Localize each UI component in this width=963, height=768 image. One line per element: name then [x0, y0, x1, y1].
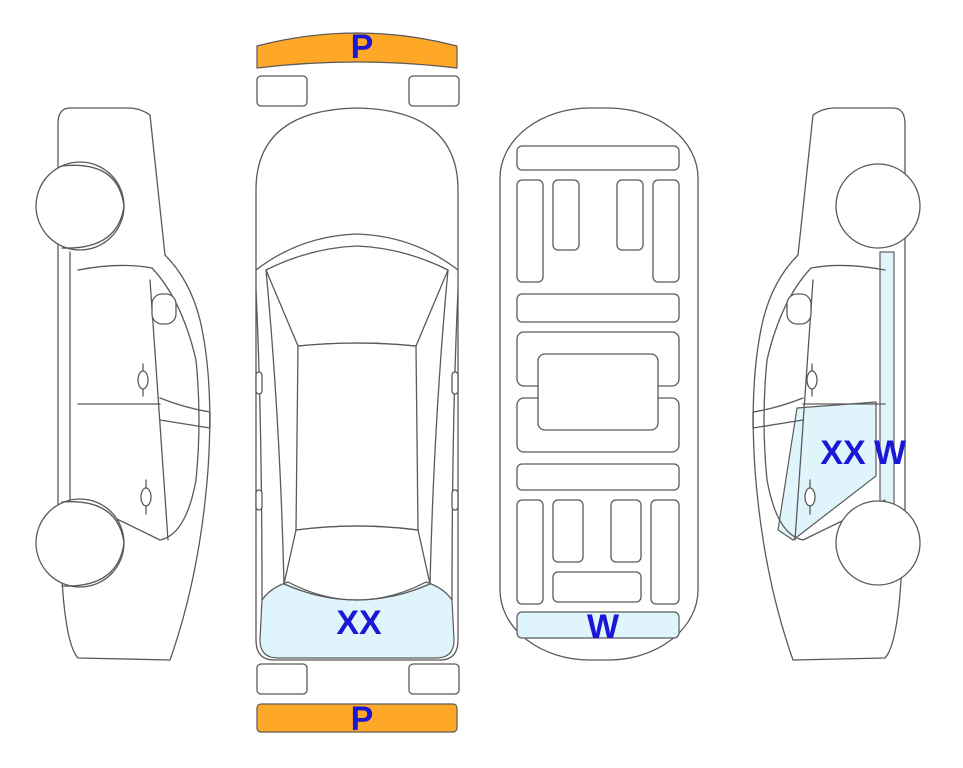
rear-bumper-zone — [256, 703, 458, 733]
left-roofline — [77, 264, 200, 541]
right-pillar — [752, 397, 804, 429]
underbody-front-left-inner — [552, 179, 580, 251]
underbody-front-right-rail — [652, 179, 680, 283]
right-window-line — [794, 279, 814, 541]
left-side-view — [35, 107, 211, 661]
right-side-view — [752, 107, 921, 661]
left-front-handle — [137, 363, 149, 397]
front-left-headlight — [256, 75, 308, 107]
right-handle-top — [451, 489, 459, 511]
underbody-rear-label: W — [587, 608, 620, 646]
right-mirror — [786, 293, 812, 325]
underbody-rear-pan — [552, 571, 642, 603]
right-door-line — [451, 289, 459, 601]
left-rear-wheel — [35, 498, 125, 588]
underbody-rear-right-inner — [610, 499, 642, 563]
damage-labels: P XX P W XX W — [336, 28, 907, 738]
underbody-rear-left-rail — [516, 499, 544, 605]
underbody-rear-zone — [516, 611, 680, 639]
underbody-rear-left-inner — [552, 499, 584, 563]
left-handle-top — [255, 489, 263, 511]
left-rear-handle — [140, 479, 152, 515]
rear-window-zone — [259, 581, 455, 659]
rear-right-taillight — [408, 663, 460, 695]
top-view — [255, 32, 460, 733]
left-rear-wheel-arch — [61, 501, 125, 587]
left-mirror-top — [255, 371, 263, 395]
left-pillar — [159, 397, 211, 429]
right-door-label: XX — [820, 434, 866, 472]
right-rear-handle — [804, 479, 816, 515]
left-side-line — [265, 269, 285, 585]
underbody-front-left-rail — [516, 179, 544, 283]
underbody-front-right-inner — [616, 179, 644, 251]
underbody-view — [499, 107, 699, 661]
left-mirror — [151, 293, 177, 325]
rear-bumper-label: P — [351, 700, 374, 738]
underbody-rear-crossmember — [516, 463, 680, 491]
left-window-line — [149, 279, 169, 541]
right-pillar-label: W — [874, 434, 907, 472]
hood-line — [255, 233, 459, 271]
left-front-wheel-arch — [61, 164, 125, 249]
underbody-front-crossmember — [516, 145, 680, 171]
right-side-line — [429, 269, 449, 585]
underbody-center-pan — [537, 353, 659, 431]
right-front-wheel — [835, 163, 921, 249]
right-rear-wheel — [835, 500, 921, 586]
front-bumper-zone — [256, 32, 458, 69]
right-front-handle — [806, 363, 818, 397]
rear-window-label: XX — [336, 604, 382, 642]
front-bumper-label: P — [351, 28, 374, 66]
underbody-rear-right-rail — [650, 499, 680, 605]
rear-left-taillight — [256, 663, 308, 695]
right-roofline — [763, 264, 886, 541]
underbody-mid-crossmember — [516, 293, 680, 323]
right-mirror-top — [451, 371, 459, 395]
left-front-wheel — [35, 161, 125, 251]
top-body-outline — [255, 107, 459, 661]
left-door-line — [255, 289, 263, 601]
front-right-headlight — [408, 75, 460, 107]
